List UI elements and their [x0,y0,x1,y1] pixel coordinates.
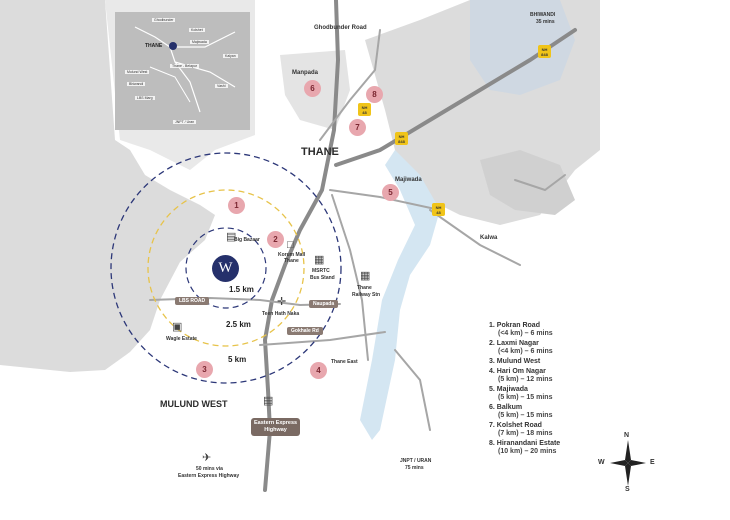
legend-item: 1. Pokran Road(<4 km) – 6 mins [489,322,553,337]
west-land [0,0,215,372]
station-road [331,194,369,361]
label-ring-5km: 5 km [228,355,247,364]
car-icon: ▤ [226,231,237,243]
inset-label-9: LBS Marg [135,96,155,100]
label-jnpt-time: 75 mins [405,465,424,471]
marker-5-majiwada[interactable]: 5 [382,184,399,201]
inset-label-4: Thane - Belapur [170,64,200,68]
tag-naupada: Naupada [309,300,339,308]
north-east-water [470,0,575,95]
marker-8-hiranandani-estate[interactable]: 8 [366,86,383,103]
east-block [480,150,575,215]
inset-label-2: Majiwada [190,40,209,44]
marker-3-mulund-west[interactable]: 3 [196,361,213,378]
label-thane-station-sub: Railway Stn [352,292,381,298]
train-icon: ▦ [360,270,371,282]
project-logo[interactable]: W [212,255,239,282]
label-korum-mall: Korum Mall [278,252,306,258]
inset-thane-label: THANE [145,43,163,49]
inset-label-1: Kolshet [189,28,205,32]
creek-road [394,349,431,431]
bus-icon: ▦ [314,254,325,266]
car-icon-highway: ▤ [263,395,274,407]
label-bhiwandi: BHIWANDI [530,12,556,18]
label-thane: THANE [301,146,339,158]
tag-lbs-road: LBS ROAD [175,297,210,305]
ring-2-5km [147,189,305,347]
label-manpada: Manpada [292,70,319,76]
label-ghodbunder-road: Ghodbunder Road [314,25,367,31]
nh48-road [334,28,577,167]
compass-n: N [624,432,630,439]
marker-4-hari-om-nagar[interactable]: 4 [310,362,327,379]
marker-1-pokran-road[interactable]: 1 [228,197,245,214]
compass-s: S [625,486,630,493]
legend-item: 5. Majiwada(5 km) – 15 mins [489,386,553,401]
legend-item: 8. Hiranandani Estate(10 km) – 20 mins [489,440,561,455]
inset-label-7: JNPT / Uran [173,120,197,124]
label-msrtc-sub: Bus Stand [310,275,335,281]
label-majiwada: Majiwada [395,177,422,183]
legend-item: 6. Balkum(5 km) – 15 mins [489,404,553,419]
marker-6-balkum[interactable]: 6 [304,80,321,97]
airplane-icon: ✈ [202,452,212,464]
inset-label-8: Bhiwandi [127,82,146,86]
legend-item: 4. Hari Om Nagar(5 km) – 12 mins [489,368,553,383]
tag-gokhale-road: Gokhale Rd [287,327,323,335]
label-bhiwandi-time: 35 mins [536,19,555,25]
marker-7-kolshet-road[interactable]: 7 [349,119,366,136]
shopping-bag-icon: □ [287,239,294,251]
ring-1-5km [185,227,267,309]
label-ring-2-5km: 2.5 km [226,320,251,329]
label-msrtc: MSRTC [312,268,330,274]
label-big-bazaar: Big Bazaar [234,237,260,243]
legend-list: 1. Pokran Road(<4 km) – 6 mins 2. Laxmi … [489,322,609,458]
label-jnpt: JNPT / URAN [400,458,432,464]
industry-icon: ▣ [172,321,183,333]
gokhale-road [259,331,386,346]
label-teen-hath-naka: Teen Hath Naka [262,311,300,317]
compass-star-icon [610,440,646,486]
label-airport-line1: 50 mins via [196,466,223,472]
eastern-express-highway [262,0,341,492]
inset-map: Ghodbunder Kolshet Majiwada THANE Mulund… [115,12,250,130]
rail-loop [514,174,566,192]
label-kalwa: Kalwa [480,235,498,241]
label-korum-mall-sub: Thane [284,258,299,264]
inset-label-0: Ghodbunder [152,18,176,22]
compass-rose: N S W E [598,432,655,494]
compass-e: E [650,459,655,466]
marker-2-laxmi-nagar[interactable]: 2 [267,231,284,248]
label-wagle-estate: Wagle Estate [166,336,197,342]
label-thane-station: Thane [357,285,372,291]
label-mulund-west: MULUND WEST [160,399,228,409]
majiwada-road [329,189,441,211]
label-ring-1-5km: 1.5 km [229,285,254,294]
inset-label-3: Mulund West [125,70,150,74]
label-airport-line2: Eastern Express Highway [178,473,240,479]
thane-creek [360,150,440,440]
inset-label-6: Vashi [215,84,228,88]
legend-item: 3. Mulund West [489,358,541,365]
legend-item: 7. Kolshet Road(7 km) – 18 mins [489,422,553,437]
kalwa-road [429,209,521,266]
ring-5km [110,152,342,384]
compass-w: W [598,459,605,466]
label-thane-east: Thane East [331,359,358,365]
legend-item: 2. Laxmi Nagar(<4 km) – 6 mins [489,340,553,355]
kolshet-road [319,29,381,141]
inset-label-5: Kalyan [223,54,238,58]
junction-icon: ✛ [277,296,287,308]
